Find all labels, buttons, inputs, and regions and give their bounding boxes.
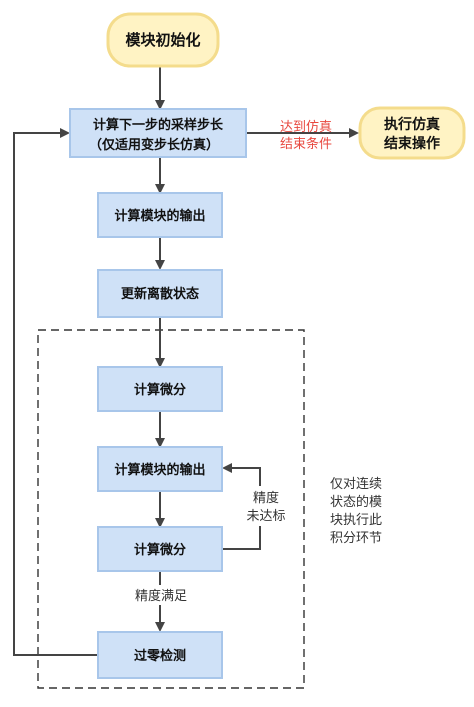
node-init-label: 模块初始化 (125, 31, 200, 49)
node-step-size-line1: 计算下一步的采样步长 (93, 117, 224, 133)
node-end-line2: 结束操作 (384, 135, 440, 152)
node-output-2: 计算模块的输出 (97, 446, 223, 492)
node-deriv-1: 计算微分 (97, 366, 223, 412)
note-line-2: 状态的模 (330, 494, 382, 510)
arrow-zero-back-to-step (13, 128, 98, 656)
node-output-1: 计算模块的输出 (97, 192, 223, 238)
node-zero-crossing-label: 过零检测 (134, 648, 186, 664)
label-not-precise-line2: 未达标 (246, 509, 285, 524)
label-not-precise-line1: 精度 (253, 490, 279, 506)
node-deriv-1-label: 计算微分 (134, 382, 186, 398)
label-bg-precise (128, 585, 194, 605)
label-sim-end-line1: 达到仿真 (280, 120, 332, 135)
node-end: 执行仿真 结束操作 (358, 106, 466, 160)
label-sim-end-line2: 结束条件 (280, 136, 332, 152)
continuous-integration-region (37, 329, 305, 689)
node-discrete-label: 更新离散状态 (121, 286, 199, 302)
side-note: 仅对连续 状态的模 块执行此 积分环节 (330, 476, 382, 546)
node-output-1-label: 计算模块的输出 (114, 208, 205, 224)
note-line-1: 仅对连续 (330, 476, 382, 492)
note-line-4: 积分环节 (330, 531, 382, 546)
label-bg-not-precise (244, 486, 288, 526)
node-step-size-line2: （仅适用变步长仿真） (89, 137, 219, 153)
node-deriv-2-label: 计算微分 (134, 542, 186, 558)
node-output-2-label: 计算模块的输出 (114, 462, 205, 478)
node-step-size: 计算下一步的采样步长 （仅适用变步长仿真） (69, 108, 247, 158)
label-precise: 精度满足 (135, 588, 187, 604)
node-zero-crossing: 过零检测 (97, 631, 223, 679)
node-end-line1: 执行仿真 (384, 116, 440, 133)
node-discrete: 更新离散状态 (97, 269, 223, 318)
note-line-3: 块执行此 (330, 513, 382, 528)
node-init: 模块初始化 (106, 12, 220, 68)
node-deriv-2: 计算微分 (97, 526, 223, 572)
